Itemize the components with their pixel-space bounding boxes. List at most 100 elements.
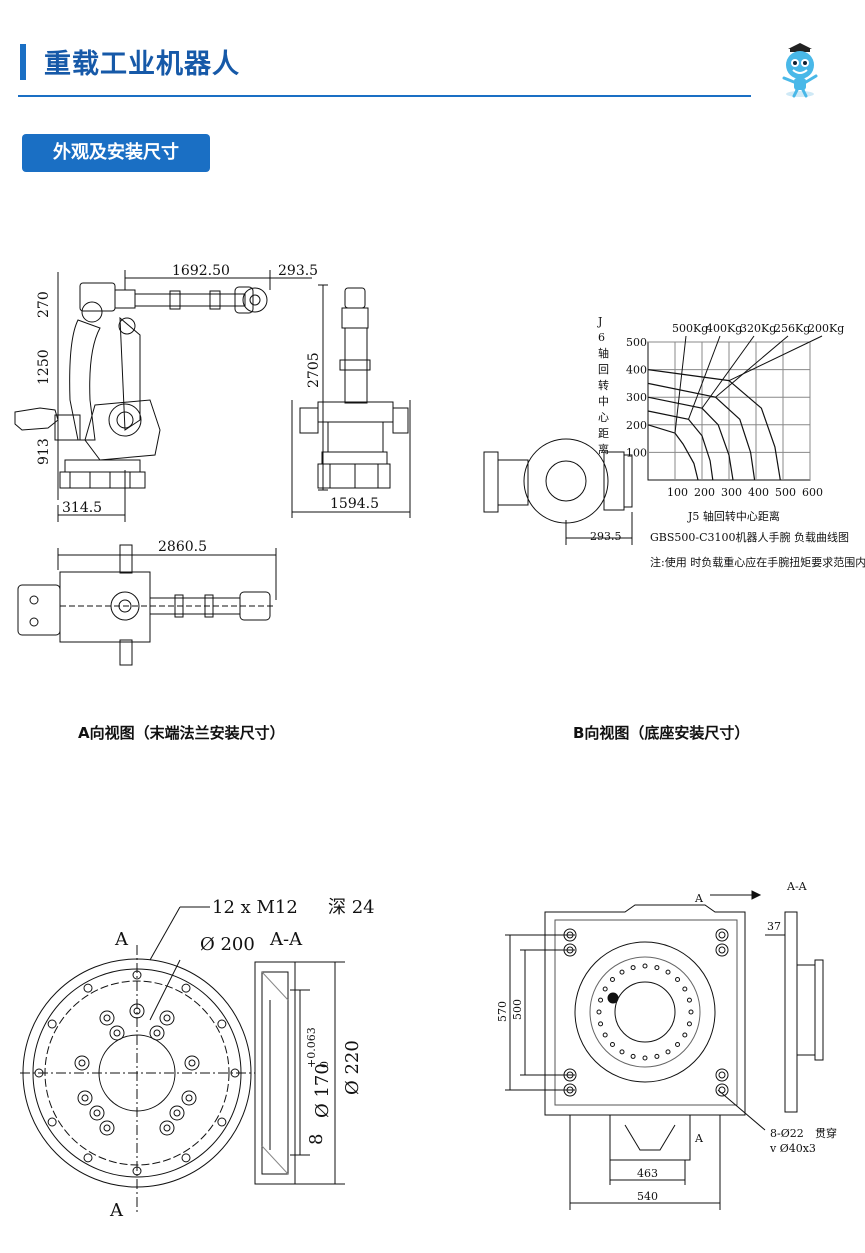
- base-section-title: A-A: [786, 880, 808, 893]
- flange-depth: 深 24: [328, 897, 375, 918]
- flange-outer-hole: [132, 970, 142, 980]
- flange-bolt-hole-inner: [103, 1124, 111, 1132]
- flange-drawing: [20, 906, 345, 1215]
- title-accent-bar: [20, 44, 26, 80]
- legend-label: 400Kg: [706, 322, 742, 335]
- robot-front-view: [291, 284, 411, 518]
- base-ring-hole: [619, 1049, 625, 1055]
- base-ring-hole: [665, 1049, 671, 1055]
- flange-bolt-hole: [169, 1105, 185, 1121]
- legend-label: 320Kg: [740, 322, 776, 335]
- flange-section-mark-bottom: A: [109, 1200, 124, 1221]
- flange-hole-pattern: [34, 970, 240, 1176]
- flange-outer-hole: [47, 1117, 57, 1127]
- flange-bolt-hole: [89, 1105, 105, 1121]
- x-tick-label: 100: [667, 486, 688, 499]
- base-ring-hole: [630, 1053, 636, 1059]
- base-ring-hole: [609, 1042, 615, 1048]
- dim-913: 913: [36, 438, 52, 465]
- flange-hole-spec: 12 x M12: [212, 897, 298, 918]
- base-dim-463: 463: [637, 1167, 658, 1180]
- base-ring-hole: [602, 1032, 608, 1038]
- base-ring-hole: [675, 976, 681, 982]
- flange-bolt-hole: [184, 1055, 200, 1071]
- base-dim-500: 500: [511, 999, 524, 1020]
- flange-outer: Ø 220: [342, 1040, 363, 1095]
- flange-tol-lower: 0: [318, 1061, 331, 1068]
- flange-outer-hole: [83, 1153, 93, 1163]
- flange-depth-8: 8: [306, 1134, 327, 1145]
- caption-view-a: A向视图（末端法兰安装尺寸）: [78, 724, 285, 742]
- base-section-mark-bottom: A: [694, 1132, 704, 1145]
- flange-bolt-hole: [77, 1090, 93, 1106]
- dim-length: 2860.5: [158, 539, 207, 555]
- flange-bolt-hole: [159, 1010, 175, 1026]
- flange-bolt-hole-inner: [185, 1094, 193, 1102]
- robot-mascot-icon: [782, 43, 818, 98]
- base-ring-hole: [602, 986, 608, 992]
- base-mount-hole-inner: [718, 946, 726, 954]
- flange-outer-hole: [132, 1166, 142, 1176]
- flange-bolt-hole: [129, 1003, 145, 1019]
- y-tick-label: 300: [626, 391, 647, 404]
- base-counterbore: v Ø40x3: [769, 1142, 816, 1155]
- flange-bolt-hole-inner: [153, 1029, 161, 1037]
- flange-bolt-hole: [149, 1025, 165, 1041]
- base-ring-hole: [642, 1055, 648, 1061]
- load-chart-xlabel: J5 轴回转中心距离: [687, 509, 780, 523]
- flange-bolt-hole-inner: [133, 1007, 141, 1015]
- base-mount-hole: [563, 1083, 577, 1097]
- y-tick-label: 400: [626, 364, 647, 377]
- base-dim-37: 37: [767, 920, 781, 933]
- flange-bolt-hole-inner: [103, 1014, 111, 1022]
- robot-top-view: [17, 544, 277, 666]
- base-mount-hole-inner: [566, 931, 574, 939]
- load-chart-title: GBS500-C3100机器人手腕 负载曲线图: [650, 530, 849, 544]
- base-mount-hole-inner: [718, 931, 726, 939]
- x-tick-label: 600: [802, 486, 823, 499]
- section-badge: 外观及安装尺寸: [22, 134, 210, 172]
- x-tick-label: 400: [748, 486, 769, 499]
- base-mount-hole-inner: [566, 1086, 574, 1094]
- flange-bolt-hole: [99, 1120, 115, 1136]
- flange-outer-hole: [230, 1068, 240, 1078]
- base-mount-hole: [715, 1068, 729, 1082]
- base-mount-hole: [715, 943, 729, 957]
- base-mount-hole: [563, 1068, 577, 1082]
- base-mount-hole: [715, 1083, 729, 1097]
- y-tick-label: 200: [626, 419, 647, 432]
- y-tick-label: 500: [626, 336, 647, 349]
- flange-bolt-hole-inner: [173, 1109, 181, 1117]
- flange-outer-hole: [34, 1068, 44, 1078]
- base-dim-570: 570: [496, 1001, 509, 1022]
- flange-bolt-hole-inner: [93, 1109, 101, 1117]
- flange-tol-upper: +0.063: [305, 1027, 318, 1068]
- load-chart-grid: [647, 335, 823, 481]
- robot-side-view: [14, 270, 312, 522]
- flange-bolt-hole-inner: [78, 1059, 86, 1067]
- flange-pcd: Ø 200: [200, 934, 255, 955]
- legend-leader: [728, 335, 823, 382]
- dim-270: 270: [36, 291, 52, 318]
- base-mount-hole-inner: [566, 946, 574, 954]
- flange-bolt-hole: [74, 1055, 90, 1071]
- base-drawing: [505, 890, 824, 1210]
- base-section-mark-top: A: [694, 892, 704, 905]
- flange-outer-hole: [181, 983, 191, 993]
- base-ring-hole: [686, 1021, 692, 1027]
- legend-label: 500Kg: [672, 322, 708, 335]
- legend-leader: [715, 335, 789, 398]
- x-tick-label: 200: [694, 486, 715, 499]
- base-mount-hole: [563, 928, 577, 942]
- page-title: 重载工业机器人: [44, 49, 240, 80]
- base-ring-hole: [642, 963, 648, 969]
- load-chart-note: 注:使用 时负载重心应在手腕扭矩要求范围内: [650, 555, 865, 569]
- load-curve-3: [647, 382, 756, 481]
- base-mount-hole: [563, 943, 577, 957]
- title-divider: [18, 95, 751, 97]
- dim-base-offset: 314.5: [62, 500, 102, 516]
- flange-section-title: A-A: [269, 929, 303, 950]
- wrist-load-diagram: [483, 438, 633, 545]
- load-curve-0: [647, 424, 699, 481]
